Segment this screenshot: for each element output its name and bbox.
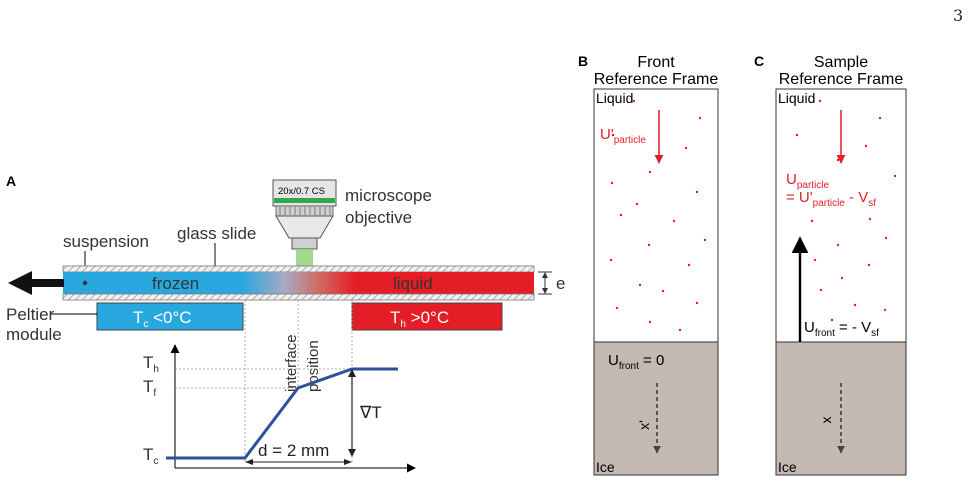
particle-dot [615, 306, 619, 310]
temperature-axes [170, 344, 416, 473]
objective-marking: 20x/0.7 CS [278, 186, 325, 197]
particle-dot [818, 99, 822, 103]
pull-direction-arrow-icon [8, 271, 64, 295]
particle-dot [884, 236, 888, 240]
particle-dot [635, 202, 639, 206]
panel-c-particles [795, 99, 897, 322]
interface-label-1: interface [283, 334, 300, 392]
particle-dot [619, 213, 623, 217]
particle-dot [684, 146, 688, 150]
label-frozen: frozen [152, 274, 199, 293]
glass-slide-top [62, 265, 535, 273]
panel-b-title-1: Front [637, 54, 675, 71]
particle-dot [611, 133, 615, 137]
particle-dot [672, 219, 676, 223]
panel-b-particles [609, 99, 707, 332]
label-suspension: suspension [63, 232, 149, 251]
label-e: e [556, 274, 565, 293]
panel-a: A 20x/0.7 CS microscope objective glass … [6, 173, 565, 473]
gradient-arrow-icon [348, 369, 356, 457]
particle-dot [864, 144, 868, 148]
particle-dot [661, 289, 665, 293]
particle-dot [609, 258, 613, 262]
thickness-bracket [538, 271, 552, 295]
particle-dot [878, 116, 882, 120]
hot-stage [351, 302, 503, 331]
panel-c-u-particle-2: = U'particle - Vsf [786, 189, 876, 209]
cold-stage [96, 302, 244, 331]
panel-b-u-particle: U'particle [600, 126, 646, 146]
page-number: 3 [953, 6, 964, 25]
particle-dot [867, 263, 871, 267]
panel-c-letter: C [754, 53, 764, 69]
microscope-objective-icon [272, 179, 337, 250]
light-beam [296, 249, 313, 266]
particle-dot [830, 318, 834, 322]
panel-b: B Front Reference Frame Liquid Ice U'par… [578, 53, 719, 476]
axis-tf: Tf [143, 377, 156, 399]
gradient-label: ∇T [359, 403, 382, 422]
particle-dot [647, 243, 651, 247]
panel-b-liquid [593, 88, 719, 343]
particle-dot [638, 283, 642, 287]
panel-b-liquid-label: Liquid [596, 90, 633, 106]
panel-c-liquid-label: Liquid [778, 90, 815, 106]
panel-b-title-2: Reference Frame [594, 71, 719, 88]
distance-label: d = 2 mm [258, 441, 329, 460]
panel-c-title-2: Reference Frame [779, 71, 904, 88]
particle-dot [698, 116, 702, 120]
particle-dot [836, 243, 840, 247]
particle-dot [853, 303, 857, 307]
particle-dot [819, 288, 823, 292]
label-peltier: Peltier [6, 305, 55, 324]
particle-dot [810, 219, 814, 223]
particle-dot [836, 158, 840, 162]
panel-c-ice [775, 341, 907, 476]
particle-dot [695, 190, 699, 194]
sample-bar [63, 272, 534, 294]
particle-dot [648, 320, 652, 324]
label-glass-slide: glass slide [177, 224, 256, 243]
glass-slide-bottom [62, 293, 535, 301]
particle-dot [632, 99, 636, 103]
distance-arrow-icon [245, 459, 352, 465]
panel-c-x-label: x [818, 417, 834, 424]
axis-tc: Tc [143, 445, 158, 467]
interface-label-2: position [305, 340, 322, 392]
temperature-profile [166, 367, 398, 460]
particle-dot [795, 133, 799, 137]
particle-dot [687, 263, 691, 267]
particle-dot [703, 238, 707, 242]
particle-dot [883, 308, 887, 312]
label-module: module [6, 325, 62, 344]
label-liquid: liquid [393, 274, 433, 293]
particle-dot [678, 328, 682, 332]
panel-c-u-particle-1: Uparticle [786, 171, 830, 191]
hot-stage-label: Th >0°C [390, 308, 449, 330]
panel-c-title-1: Sample [814, 54, 868, 71]
panel-a-letter: A [6, 173, 16, 189]
panel-c-u-front: Ufront = - Vsf [804, 319, 879, 339]
panel-c-ice-label: Ice [778, 459, 797, 475]
panel-b-ice-label: Ice [596, 459, 615, 475]
label-objective: objective [345, 208, 412, 227]
axis-th: Th [143, 353, 159, 375]
particle-dot [813, 258, 817, 262]
particle-dot [610, 181, 614, 185]
label-microscope: microscope [345, 186, 432, 205]
cold-stage-label: Tc <0°C [133, 308, 192, 330]
particle-dot [893, 174, 897, 178]
particle-dot [840, 276, 844, 280]
panel-c: C Sample Reference Frame Liquid Ice Upar… [754, 53, 907, 476]
panel-b-x-label: x' [636, 420, 652, 430]
panel-b-u-front: Ufront = 0 [608, 352, 664, 372]
particle-dot [868, 217, 872, 221]
particle-dot [648, 170, 652, 174]
particle-dot [695, 301, 699, 305]
panel-b-letter: B [578, 53, 588, 69]
